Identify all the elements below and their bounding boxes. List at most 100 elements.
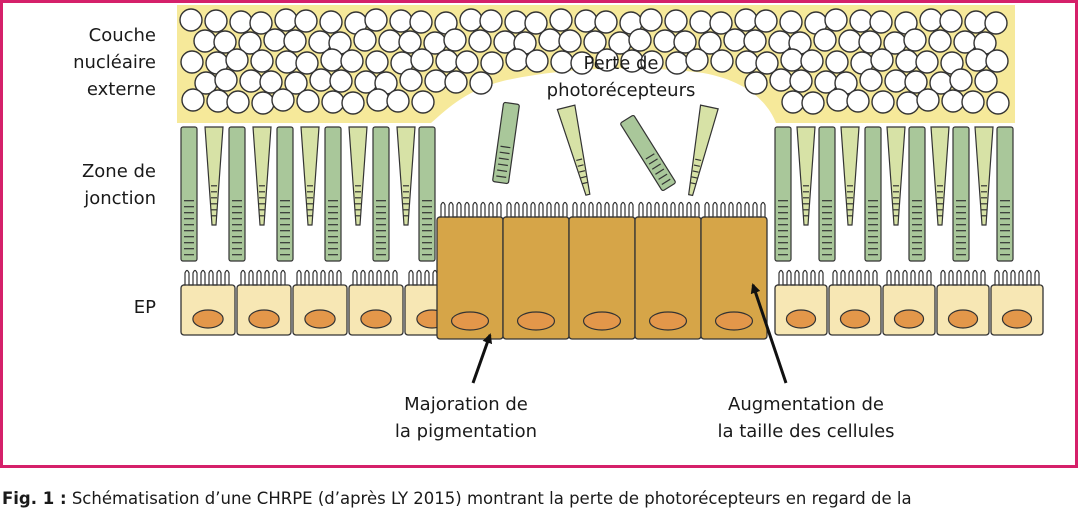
rod-disc-line [658,173,668,180]
cone-disc-line [693,164,700,167]
nucleus-circle [813,28,837,52]
nucleus-circle [226,90,250,114]
nucleus-circle [800,49,824,73]
nucleus-circle [364,8,388,32]
cone-disc-line [576,158,583,162]
cone-disc-line [691,176,698,179]
rod-photoreceptor [620,114,676,192]
nucleus-circle [919,8,943,32]
nucleus-circle [274,8,298,32]
cell-size-arrow [750,283,788,384]
nucleus-circle [985,49,1009,73]
nucleus-circle [193,29,217,53]
nucleus-circle [754,9,778,33]
nucleus-circle [549,8,573,32]
caption-figure-label: Fig. 1 : [2,489,67,508]
nucleus-circle [284,71,308,95]
detached-photoreceptors [492,101,719,197]
nucleus-circle [259,70,283,94]
detached-rod [620,114,676,192]
nucleus-circle [961,90,985,114]
photoreceptor-loss-line2: photorécepteurs [547,80,696,101]
nucleus-circle [884,69,908,93]
nucleus-circle [570,51,594,75]
nucleus-circle [386,89,410,113]
nucleus-circle [204,9,228,33]
nucleus-circle [743,29,767,53]
nucleus-circle [455,50,479,74]
chrpe-diagram: Couche nucléaire externe Zone de jonctio… [73,5,1044,442]
nucleus-circle [869,10,893,34]
nucleus-circle [628,28,652,52]
pigmentation-label-line1: Majoration de [404,394,528,415]
rpe-nucleus [714,311,754,331]
photoreceptor-nuclei [179,8,1010,115]
cone-disc-line [690,182,697,185]
nucleus-circle [389,9,413,33]
rpe-nucleus [648,311,688,331]
nucleus-circle [353,28,377,52]
cone-photoreceptor [796,126,816,226]
rpe-nucleus [192,309,224,329]
nucleus-circle [824,8,848,32]
rpe-microvilli [939,269,986,286]
nucleus-circle [735,50,759,74]
nucleus-circle [398,30,422,54]
cell-size-label-line1: Augmentation de [728,394,884,415]
nucleus-circle [858,30,882,54]
rod-photoreceptor [492,101,520,185]
nucleus-circle [949,68,973,92]
rod-disc-line [496,175,507,178]
nucleus-circle [459,8,483,32]
cone-disc-line [577,164,584,167]
nucleus-circle [710,49,734,73]
rod-disc-line [497,169,508,173]
nucleus-circle [525,49,549,73]
cone-photoreceptor [886,126,906,226]
rpe-microvilli [505,201,568,218]
nucleus-circle [984,11,1008,35]
cone-photoreceptor [252,126,272,226]
nucleus-circle [780,48,804,72]
cone-disc-line [581,181,589,185]
photoreceptor-layer [180,126,1014,262]
nucleus-circle [826,88,850,112]
nucleus-circle [411,90,435,114]
nucleus-circle [789,69,813,93]
nucleus-circle [479,9,503,33]
nucleus-circle [435,49,459,73]
rpe-nucleus [785,309,817,329]
rod-disc-line [661,178,671,185]
nucleus-circle [550,50,574,74]
cone-photoreceptor [556,104,591,196]
nucleus-circle [685,48,709,72]
nucleus-circle [639,8,663,32]
nucleus-circle [296,89,320,113]
nucleus-circle [505,48,529,72]
rpe-label: EP [134,297,156,318]
nucleus-circle [225,48,249,72]
rod-photoreceptor [996,126,1014,262]
nucleus-circle [443,28,467,52]
rpe-microvilli [831,269,878,286]
nucleus-circle [904,70,928,94]
pigmentation-label-line2: la pigmentation [395,421,537,442]
nucleus-circle [365,50,389,74]
rpe-microvilli [993,269,1040,286]
nucleus-circle [915,50,939,74]
nucleus-circle [213,30,237,54]
rod-disc-line [497,163,508,167]
nucleus-circle [779,10,803,34]
rpe-layer [180,201,1044,340]
nucleus-circle [574,9,598,33]
cone-photoreceptor [840,126,860,226]
figure-caption: Fig. 1 : Schématisation d’une CHRPE (d’a… [2,489,1076,508]
rpe-microvilli [571,201,634,218]
cone-photoreceptor [688,104,719,197]
rpe-microvilli [295,269,342,286]
cone-disc-line [579,170,586,173]
nucleus-circle [206,89,230,113]
rod-disc-line [645,153,655,160]
nucleus-circle [974,69,998,93]
nucleus-circle [781,90,805,114]
